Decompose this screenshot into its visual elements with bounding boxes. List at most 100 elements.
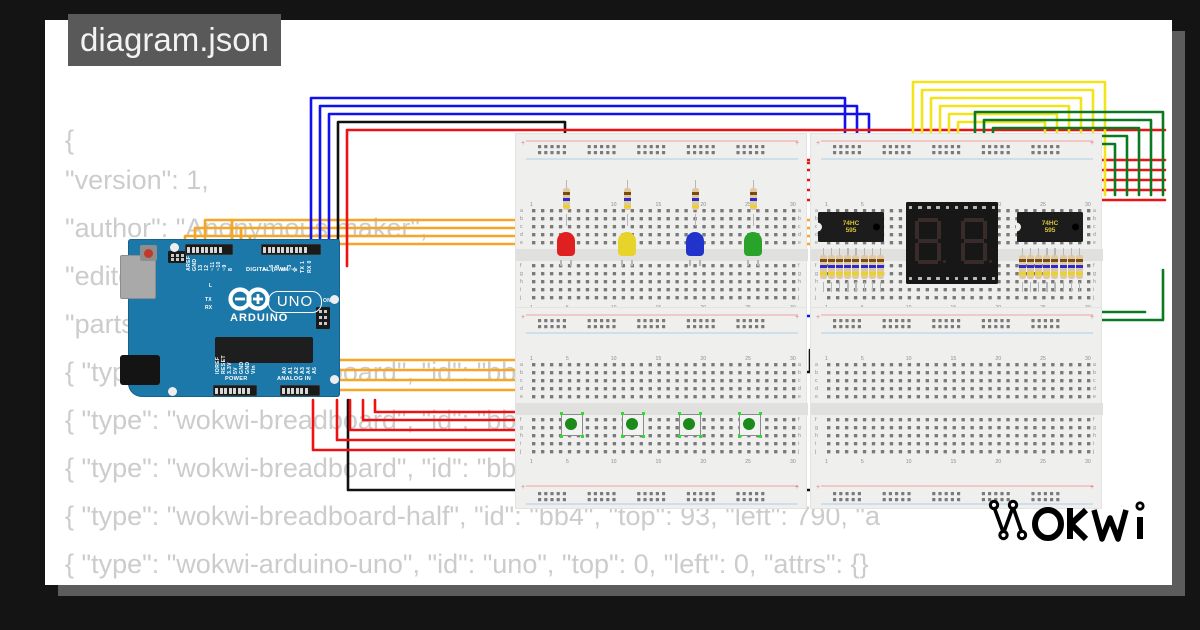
digital-header-left[interactable]: [185, 244, 233, 255]
network-resistor[interactable]: [866, 248, 878, 292]
led-red[interactable]: [555, 232, 577, 266]
pushbutton-3[interactable]: [678, 412, 702, 438]
pushbutton-2[interactable]: [621, 412, 645, 438]
breadboard-row-letter: d: [520, 386, 523, 392]
pin-label-rx0: RX 0: [307, 260, 313, 273]
chip-label-line2: 595: [1044, 227, 1056, 234]
breadboard-row-letter: g: [520, 271, 523, 277]
network-resistor[interactable]: [1041, 248, 1053, 292]
breadboard-row-letter: a: [520, 208, 523, 214]
led-yellow[interactable]: [616, 232, 638, 266]
network-resistor[interactable]: [1065, 248, 1077, 292]
pushbutton-4[interactable]: [738, 412, 762, 438]
resistor-led-1[interactable]: [560, 180, 572, 226]
shift-register-right[interactable]: 74HC 595: [1016, 212, 1083, 242]
network-resistor[interactable]: [825, 248, 837, 292]
breadboard-row-letter: c: [1093, 224, 1096, 230]
breadboard-row-letter: c: [798, 378, 801, 384]
breadboard-row-letter: h: [815, 433, 818, 439]
breadboard-column-tick: 20: [995, 202, 1002, 208]
network-resistor[interactable]: [1057, 248, 1069, 292]
network-resistor[interactable]: [842, 248, 854, 292]
breadboard-row-letter: h: [1093, 279, 1096, 285]
resistor-led-4[interactable]: [747, 180, 759, 226]
power-jack: [120, 355, 160, 385]
power-header[interactable]: [213, 385, 257, 396]
resistor-led-3[interactable]: [689, 180, 701, 226]
reset-button[interactable]: [140, 245, 157, 261]
breadboard-column-tick: 10: [610, 356, 617, 362]
analog-header[interactable]: [280, 385, 320, 396]
network-resistor[interactable]: [858, 248, 870, 292]
breadboard-row-letter: b: [1093, 216, 1096, 222]
chip-label-line1: 74HC: [1041, 219, 1059, 227]
breadboard-row-letter: i: [520, 441, 522, 447]
breadboard-row-letter: a: [1093, 208, 1096, 214]
mount-hole-1: [170, 243, 179, 252]
network-resistor[interactable]: [1032, 248, 1044, 292]
arduino-wordmark: ARDUINO: [230, 312, 289, 324]
breadboard-column-tick: 5: [565, 459, 569, 465]
seven-segment-display[interactable]: [906, 202, 998, 284]
breadboard-row-letter: f: [815, 417, 817, 423]
pushbutton-1[interactable]: [560, 412, 584, 438]
breadboard-rail-marker: +: [1090, 314, 1095, 321]
breadboard-row-letter: h: [798, 279, 801, 285]
network-resistor[interactable]: [1016, 248, 1028, 292]
power-header-label: POWER: [225, 376, 248, 382]
chip-label-line2: 595: [845, 227, 857, 234]
shift-register-left[interactable]: 74HC 595: [817, 212, 884, 242]
breadboard-rail-marker: +: [795, 140, 800, 147]
led-label-on: ON: [323, 298, 331, 304]
breadboard-row-letter: c: [520, 224, 523, 230]
network-resistor[interactable]: [817, 248, 829, 292]
network-resistor[interactable]: [1049, 248, 1061, 292]
digital-header-right[interactable]: [261, 244, 321, 255]
breadboard-column-tick: 20: [995, 459, 1002, 465]
breadboard-row-letter: d: [798, 386, 801, 392]
breadboard-row-letter: b: [815, 370, 818, 376]
pin-label-d8: 8: [228, 267, 234, 271]
network-resistor[interactable]: [850, 248, 862, 292]
breadboard-row-letter: h: [520, 433, 523, 439]
diagram-canvas: { "version": 1, "author": "Anonymous mak…: [45, 20, 1172, 585]
resistor-led-2[interactable]: [621, 180, 633, 226]
breadboard-row-letter: e: [1093, 394, 1096, 400]
breadboard-column-tick: 1: [825, 202, 828, 208]
pin-label-tx1: TX 1: [300, 260, 306, 273]
led-blue[interactable]: [684, 232, 706, 266]
breadboard-rail-marker: +: [521, 484, 526, 491]
digital-header-label: DIGITAL (PWM ~): [246, 267, 297, 273]
network-resistor[interactable]: [1024, 248, 1036, 292]
breadboard-row-letter: e: [1093, 240, 1096, 246]
pin-label-d2: 2: [293, 267, 299, 271]
led-green[interactable]: [742, 232, 764, 266]
breadboard-row-letter: g: [798, 425, 801, 431]
breadboard-column-tick: 30: [790, 356, 796, 362]
network-resistor[interactable]: [833, 248, 845, 292]
breadboard-row-letter: j: [520, 295, 522, 301]
breadboard-row-letter: b: [520, 216, 523, 222]
breadboard-column-tick: 30: [1085, 459, 1091, 465]
breadboard-row-letter: j: [815, 295, 817, 301]
atmega-mcu: [215, 337, 313, 363]
led-label-rx: RX: [205, 305, 213, 311]
breadboard-column-tick: 25: [1040, 356, 1046, 362]
seven-segment-digit-1: [906, 202, 952, 284]
breadboard-row-letter: d: [1093, 232, 1096, 238]
breadboard-column-tick: 30: [1085, 356, 1091, 362]
breadboard-column-tick: 20: [995, 356, 1002, 362]
network-resistor[interactable]: [874, 248, 886, 292]
arduino-uno-board[interactable]: DIGITAL (PWM ~) POWER ANALOG IN AREF GND…: [120, 235, 348, 403]
breadboard-column-tick: 30: [790, 202, 796, 208]
breadboard-row-letter: i: [798, 441, 800, 447]
breadboard-row-letter: g: [1093, 425, 1096, 431]
breadboard-column-tick: 15: [655, 356, 662, 362]
breadboard-row-letter: f: [1093, 263, 1095, 269]
network-resistor[interactable]: [1073, 248, 1085, 292]
breadboard-row-letter: e: [520, 240, 523, 246]
breadboard-column-tick: 15: [950, 459, 957, 465]
breadboard-row-letter: f: [815, 263, 817, 269]
